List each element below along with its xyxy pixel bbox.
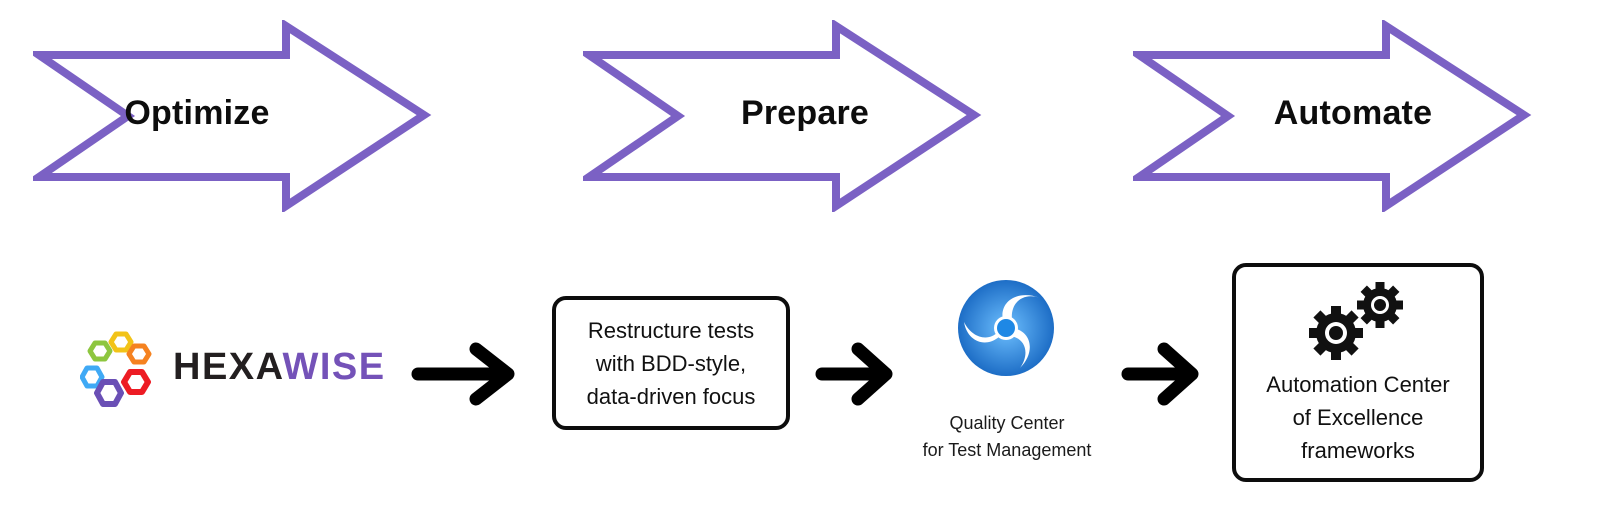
chevron-arrow-shape <box>1133 20 1532 212</box>
swirl-logo-icon <box>958 280 1054 376</box>
restructure-line-1: Restructure tests <box>587 318 755 343</box>
right-arrow-icon <box>1121 342 1199 406</box>
chevron-arrow-shape <box>583 20 982 212</box>
qc-caption-line-1: Quality Center <box>949 413 1065 433</box>
automation-line-1: Automation Center <box>1266 372 1450 397</box>
phase-label-automate: Automate <box>1273 94 1433 132</box>
right-arrow-icon <box>411 342 515 406</box>
restructure-line-3: data-driven focus <box>586 384 756 409</box>
hexawise-logo: HEXAWISE <box>79 330 390 414</box>
restructure-line-2: with BDD-style, <box>595 351 747 376</box>
right-arrow-icon <box>815 342 893 406</box>
restructure-tests-box: Restructure tests with BDD-style, data-d… <box>552 296 790 430</box>
gears-icon <box>1309 282 1403 360</box>
phase-label-optimize: Optimize <box>124 94 270 132</box>
automation-center-text: Automation Center of Excellence framewor… <box>1236 368 1480 467</box>
phase-arrow-optimize: Optimize <box>33 20 433 212</box>
phase-arrow-automate: Automate <box>1133 20 1533 212</box>
automation-line-3: frameworks <box>1301 438 1415 463</box>
automation-line-2: of Excellence <box>1292 405 1424 430</box>
automation-center-box: Automation Center of Excellence framewor… <box>1232 263 1484 482</box>
phase-arrow-prepare: Prepare <box>583 20 983 212</box>
wordmark-hexa: HEXA <box>173 346 283 388</box>
hexawise-wordmark: HEXAWISE <box>173 346 386 389</box>
qc-caption-line-2: for Test Management <box>922 440 1092 460</box>
hexagons-logo-icon <box>79 331 152 407</box>
wordmark-wise: WISE <box>282 346 386 388</box>
chevron-arrow-shape <box>33 20 432 212</box>
phase-label-prepare: Prepare <box>740 94 870 132</box>
quality-center-caption: Quality Center for Test Management <box>900 410 1114 464</box>
